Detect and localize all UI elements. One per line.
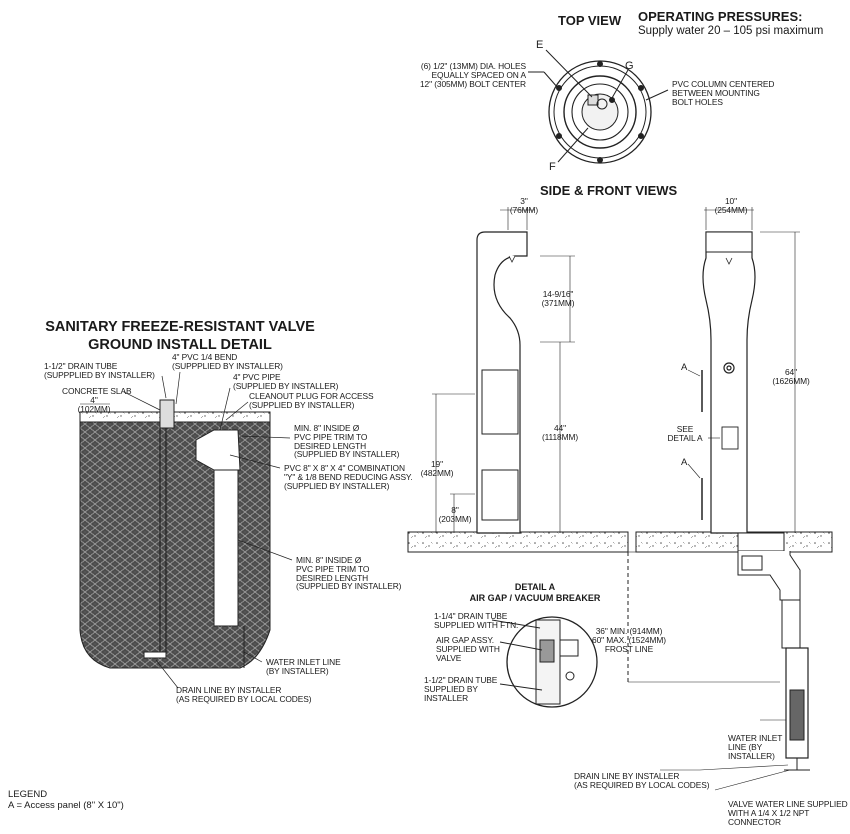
slab: [407, 531, 833, 553]
detail-a-subtitle: AIR GAP / VACUUM BREAKER: [469, 593, 601, 603]
drain-line-note-right: DRAIN LINE BY INSTALLER (AS REQUIRED BY …: [574, 771, 710, 790]
water-inlet-line-note: WATER INLET LINE (BY INSTALLER): [728, 733, 783, 761]
water-inlet-line-left-label: WATER INLET LINE (BY INSTALLER): [266, 657, 341, 676]
cleanout-plug-label: CLEANOUT PLUG FOR ACCESS (SUPPLIED BY IN…: [249, 391, 374, 410]
drain-tube-installer-note: 1-1/2" DRAIN TUBE SUPPLIED BY INSTALLER: [424, 675, 498, 703]
ground-install-drawing: [79, 371, 293, 689]
detail-a-title: DETAIL A: [514, 582, 556, 592]
dim-10-inch: 10" (254mm): [714, 196, 748, 215]
dim-44-inch: 44" (1118mm): [541, 423, 579, 442]
drain-tube-ftn-note: 1-1/4" DRAIN TUBE SUPPLIED WITH FTN.: [434, 611, 519, 630]
riser-underground: [620, 532, 810, 791]
min-8-inside-bottom-label: MIN. 8" INSIDE Ø PVC PIPE TRIM TO DESIRE…: [296, 555, 402, 592]
top-view-label-g: G: [625, 60, 634, 72]
drain-line-left-label: DRAIN LINE BY INSTALLER (AS REQUIRED BY …: [176, 685, 312, 704]
ground-detail-title-line1: SANITARY FREEZE-RESISTANT VALVE: [45, 319, 315, 335]
see-detail-a-note: SEE DETAIL A: [667, 424, 703, 443]
side-front-views-title: SIDE & FRONT VIEWS: [540, 183, 678, 198]
valve-water-line-note: VALVE WATER LINE SUPPLIED WITH A 1/4 X 1…: [728, 799, 848, 827]
dim-4-inch: 4" (102mm): [77, 395, 111, 414]
frost-line-note: 36" MIN. (914mm) 60" MAX. (1524mm) FROST…: [592, 626, 666, 654]
access-panel-label-a-lower: A: [681, 457, 688, 468]
detail-a-drawing: [491, 616, 598, 708]
front-view-pedestal: [687, 207, 800, 534]
dim-64-inch: 64" (1626mm): [772, 367, 810, 386]
operating-pressures-text: Supply water 20 – 105 psi maximum: [638, 25, 824, 37]
mounting-holes-note: (6) 1/2" (13mm) DIA. HOLES EQUALLY SPACE…: [419, 61, 526, 89]
top-view-drawing: [528, 49, 669, 164]
concrete-slab-label: CONCRETE SLAB: [62, 386, 132, 396]
dim-19-inch: 19" (482mm): [420, 459, 454, 478]
legend-item: A = Access panel (8" X 10"): [8, 800, 124, 811]
drain-tube-installer-label: 1-1/2" DRAIN TUBE (SUPPPLIED BY INSTALLE…: [44, 361, 155, 380]
min-8-inside-top-label: MIN. 8" INSIDE Ø PVC PIPE TRIM TO DESIRE…: [294, 423, 400, 460]
top-view-label-e: E: [536, 39, 543, 51]
top-view-label-f: F: [549, 161, 556, 173]
pvc-pipe-label: 4" PVC PIPE (SUPPLIED BY INSTALLER): [233, 372, 339, 391]
operating-pressures-title: OPERATING PRESSURES:: [638, 9, 803, 24]
legend-title: LEGEND: [8, 789, 48, 800]
combination-y-bend-label: PVC 8" X 8" X 4" COMBINATION "Y" & 1/8 B…: [284, 463, 413, 491]
air-gap-assy-note: AIR GAP ASSY. SUPPLIED WITH VALVE: [436, 635, 500, 663]
access-panel-label-a-upper: A: [681, 362, 688, 373]
pvc-bend-label: 4" PVC 1/4 BEND (SUPPPLIED BY INSTALLER): [172, 352, 283, 371]
dim-14-9-16-inch: 14-9/16" (371mm): [541, 289, 575, 308]
ground-detail-title-line2: GROUND INSTALL DETAIL: [88, 337, 272, 353]
top-view-title: TOP VIEW: [558, 13, 622, 28]
dim-3-inch: 3" (76mm): [509, 196, 539, 215]
pvc-column-note: PVC COLUMN CENTERED BETWEEN MOUNTING BOL…: [672, 79, 775, 107]
side-view-pedestal: [432, 207, 575, 534]
dim-8-inch: 8" (203mm): [438, 505, 472, 524]
